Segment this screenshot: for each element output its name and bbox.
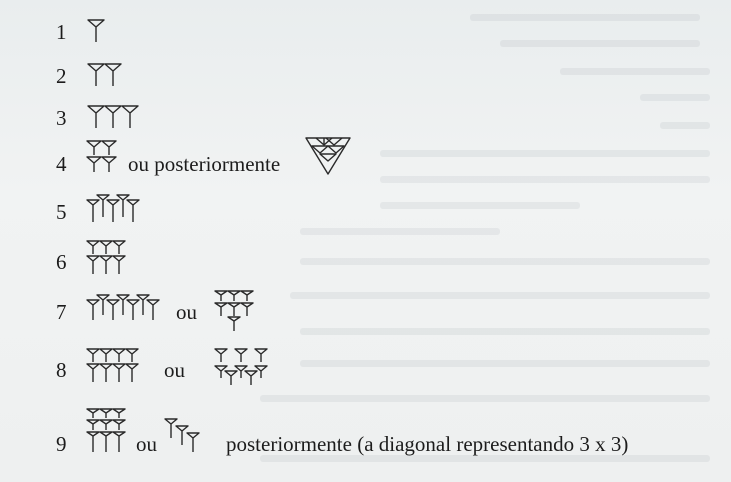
cuneiform-glyph-alt xyxy=(214,348,278,386)
number-label: 4 xyxy=(56,152,67,176)
number-label: 2 xyxy=(56,64,67,88)
cuneiform-wedge-icon xyxy=(214,290,254,331)
cuneiform-glyph xyxy=(86,140,120,174)
connector-text: ou xyxy=(164,358,185,382)
cuneiform-glyph xyxy=(86,192,148,226)
cuneiform-wedge-icon xyxy=(86,408,126,452)
cuneiform-triangle-icon xyxy=(305,137,351,175)
cuneiform-wedge-icon xyxy=(87,105,139,128)
number-label: 5 xyxy=(56,200,67,224)
cuneiform-glyph xyxy=(86,18,106,44)
note-text: posteriormente (a diagonal representando… xyxy=(226,432,629,456)
cuneiform-wedge-icon xyxy=(86,348,139,382)
cuneiform-wedge-icon xyxy=(87,19,105,42)
cuneiform-glyph xyxy=(86,240,134,276)
connector-text: ou xyxy=(136,432,157,456)
cuneiform-wedge-icon xyxy=(86,194,140,222)
cuneiform-glyph xyxy=(86,348,148,384)
cuneiform-wedge-icon xyxy=(86,294,160,320)
cuneiform-glyph xyxy=(86,62,126,88)
connector-text: ou xyxy=(176,300,197,324)
cuneiform-wedge-icon xyxy=(86,240,126,274)
number-label: 7 xyxy=(56,300,67,324)
cuneiform-glyph xyxy=(86,104,144,130)
number-label: 6 xyxy=(56,250,67,274)
number-label: 3 xyxy=(56,106,67,130)
cuneiform-diagonal-wedge-icon xyxy=(164,418,200,452)
cuneiform-glyph xyxy=(86,408,134,454)
number-label: 1 xyxy=(56,20,67,44)
cuneiform-glyph-alt xyxy=(164,418,212,454)
cuneiform-wedge-icon xyxy=(87,63,122,86)
cuneiform-wedge-icon xyxy=(214,348,268,385)
cuneiform-glyph-alt xyxy=(304,136,354,176)
number-label: 8 xyxy=(56,358,67,382)
number-label: 9 xyxy=(56,432,67,456)
connector-text: ou posteriormente xyxy=(128,152,281,176)
cuneiform-wedge-icon xyxy=(86,140,117,172)
cuneiform-glyph-alt xyxy=(214,290,260,332)
cuneiform-glyph xyxy=(86,292,178,324)
